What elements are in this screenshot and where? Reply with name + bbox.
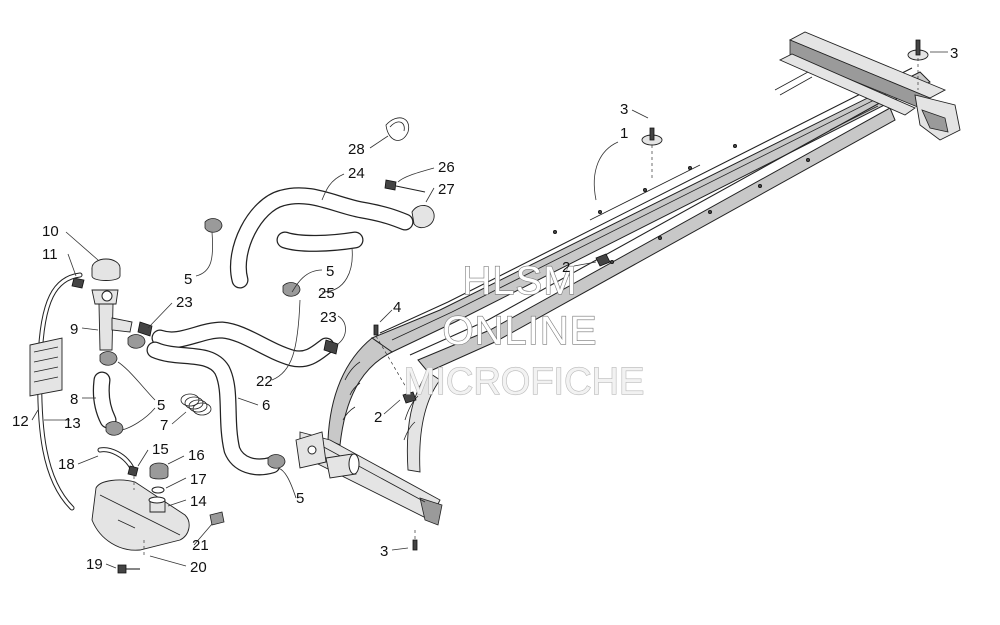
callout-19: 19: [86, 556, 103, 573]
callout-6: 6: [262, 397, 270, 414]
callout-16: 16: [188, 447, 205, 464]
callout-12: 12: [12, 413, 29, 430]
rail-hardware: [373, 39, 929, 551]
callout-1: 1: [620, 125, 628, 142]
callout-3: 3: [620, 101, 628, 118]
callout-7: 7: [160, 417, 168, 434]
overflow-tube: [29, 272, 83, 511]
callout-25: 25: [318, 285, 335, 302]
callout-26: 26: [438, 159, 455, 176]
callout-20: 20: [190, 559, 207, 576]
callout-23: 23: [176, 294, 193, 311]
callout-2: 2: [374, 409, 382, 426]
callout-4: 4: [393, 299, 401, 316]
watermark-line1: HLSM: [462, 259, 577, 303]
callout-5: 5: [157, 397, 165, 414]
callout-24: 24: [348, 165, 365, 182]
callout-labels: 1 2 2 3 3 3 4 5 5 5 5 6 7 8 9 10 11 12 1…: [12, 45, 958, 576]
filler-neck-assembly: [71, 258, 133, 351]
watermark: HLSM ONLINE MICROFICHE: [403, 258, 645, 403]
callout-28: 28: [348, 141, 365, 158]
tunnel-frame-rails: [295, 31, 961, 526]
callout-23: 23: [320, 309, 337, 326]
callout-5: 5: [184, 271, 192, 288]
callout-11: 11: [42, 246, 58, 263]
callout-3: 3: [950, 45, 958, 62]
callout-27: 27: [438, 181, 455, 198]
callout-8: 8: [70, 391, 78, 408]
coolant-hoses: [92, 187, 414, 476]
callout-21: 21: [192, 537, 209, 554]
callout-17: 17: [190, 471, 207, 488]
watermark-line2: ONLINE: [443, 309, 598, 353]
leader-lines: [31, 51, 948, 569]
callout-10: 10: [42, 223, 59, 240]
callout-5: 5: [326, 263, 334, 280]
callout-3: 3: [380, 543, 388, 560]
callout-14: 14: [190, 493, 207, 510]
callout-5: 5: [296, 490, 304, 507]
callout-22: 22: [256, 373, 273, 390]
hose-clamps: [99, 117, 435, 469]
callout-18: 18: [58, 456, 75, 473]
callout-15: 15: [152, 441, 169, 458]
callout-9: 9: [70, 321, 78, 338]
watermark-line3: MICROFICHE: [404, 361, 645, 403]
callout-13: 13: [64, 415, 81, 432]
callout-2: 2: [562, 259, 570, 276]
coolant-reservoir: [91, 447, 225, 574]
